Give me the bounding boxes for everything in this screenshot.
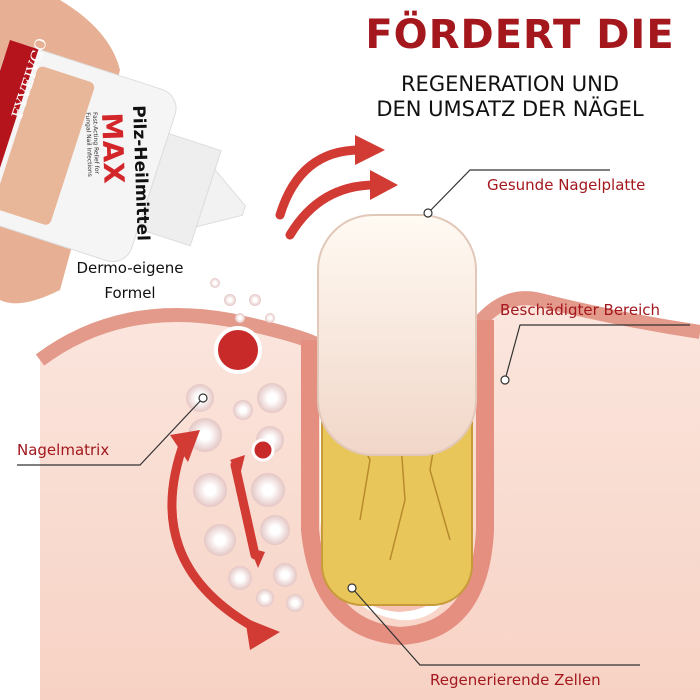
- subtitle-line-1: REGENERATION UND: [400, 72, 620, 96]
- healthy-nail: [317, 214, 477, 456]
- arrows: [167, 145, 380, 630]
- formula-label-line-1: Dermo-eigene: [76, 259, 184, 277]
- label-damaged-area: Beschädigter Bereich: [500, 301, 661, 319]
- title: FÖRDERT DIE: [365, 12, 675, 58]
- regenerating-cell: [214, 326, 262, 374]
- formula-label-line-2: Formel: [104, 284, 156, 302]
- label-nail-matrix: Nagelmatrix: [17, 441, 110, 459]
- product-bottle: [0, 40, 246, 263]
- label-healthy-nail: Gesunde Nagelplatte: [487, 176, 646, 194]
- product-variant: MAX: [95, 112, 131, 185]
- cell-bubbles: [186, 278, 304, 612]
- skin-edge: [35, 308, 322, 366]
- subtitle-line-2: DEN UMSATZ DER NÄGEL: [376, 97, 644, 121]
- label-regenerating-cells: Regenerierende Zellen: [430, 671, 601, 689]
- product-tagline: Fast-Acting Relief for Fungal Nail Infec…: [84, 112, 101, 177]
- nail-bed: [301, 320, 494, 646]
